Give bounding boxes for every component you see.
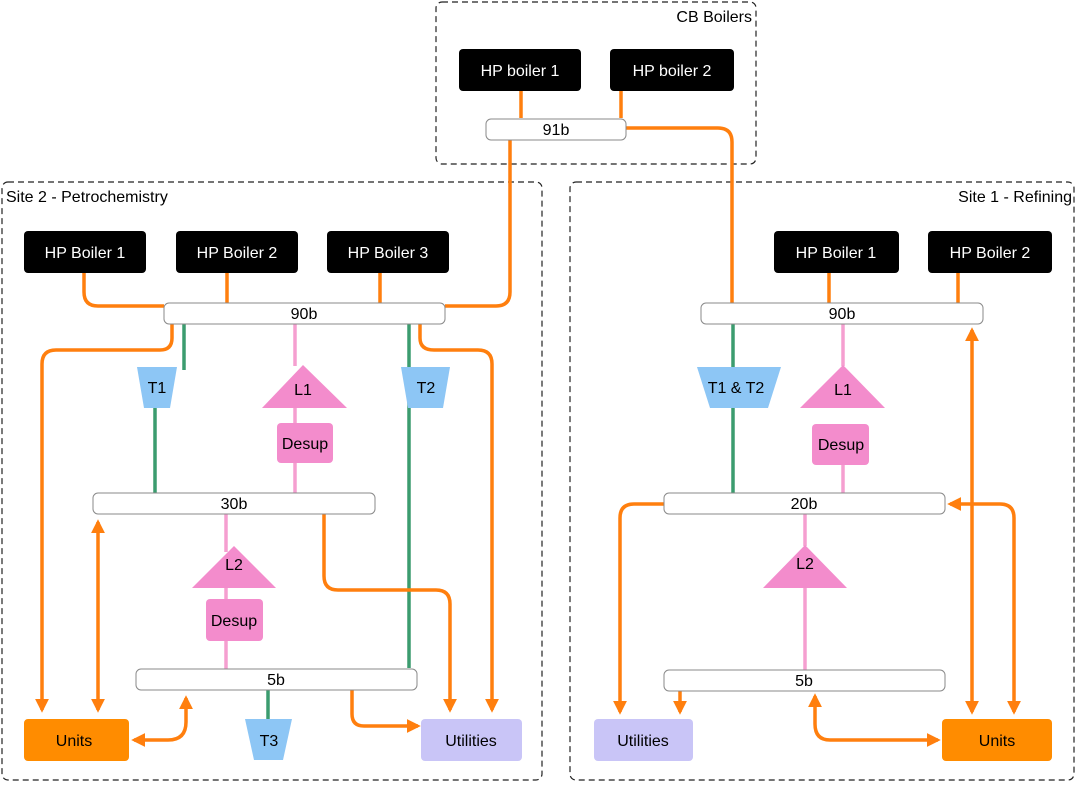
s2-desup-2-label: Desup	[211, 613, 257, 630]
cb-hp-boiler-2[interactable]: HP boiler 2	[610, 49, 734, 91]
s1-hp-boiler-2-label: HP Boiler 2	[950, 245, 1031, 262]
s1-header-5b-label: 5b	[795, 673, 813, 690]
s1-utilities-label: Utilities	[617, 733, 669, 750]
cb-header-91b-label: 91b	[543, 122, 570, 139]
region-site1-title: Site 1 - Refining	[958, 189, 1072, 206]
s2-hp-boiler-1-label: HP Boiler 1	[45, 245, 126, 262]
s2-turbine-t3-label: T3	[260, 733, 279, 750]
s2-units[interactable]: Units	[24, 719, 129, 761]
s2-turbine-t3[interactable]: T3	[245, 719, 292, 760]
region-cb-title: CB Boilers	[676, 9, 752, 26]
s1-hp-boiler-2[interactable]: HP Boiler 2	[928, 231, 1052, 273]
pipe-s1-units-20b	[947, 497, 1021, 715]
cb-hp-boiler-1[interactable]: HP boiler 1	[459, 49, 581, 91]
s1-header-90b-label: 90b	[829, 306, 856, 323]
s2-hp-boiler-3[interactable]: HP Boiler 3	[327, 231, 449, 273]
s2-header-5b-label: 5b	[267, 672, 285, 689]
s1-letdown-l1[interactable]: L1	[800, 365, 885, 408]
s2-header-90b[interactable]: 90b	[163, 302, 446, 325]
s2-letdown-l2[interactable]: L2	[192, 546, 276, 588]
s1-units-label: Units	[979, 733, 1015, 750]
s1-utilities[interactable]: Utilities	[594, 719, 693, 761]
s2-header-90b-label: 90b	[291, 306, 318, 323]
s1-desup-label: Desup	[818, 437, 864, 454]
s2-turbine-t2[interactable]: T2	[401, 367, 450, 408]
pipe-s2-boiler1	[82, 273, 164, 308]
s1-header-5b[interactable]: 5b	[663, 669, 946, 692]
s1-turbine-t1-t2[interactable]: T1 & T2	[697, 367, 781, 408]
s1-header-20b-label: 20b	[791, 496, 818, 513]
s2-header-30b[interactable]: 30b	[92, 492, 376, 515]
s1-units[interactable]: Units	[942, 719, 1052, 761]
s2-header-5b[interactable]: 5b	[135, 668, 418, 691]
s1-hp-boiler-1-label: HP Boiler 1	[796, 245, 877, 262]
pipe-s2-30b-utilities	[322, 514, 457, 713]
s2-units-label: Units	[56, 733, 92, 750]
pipe-s2-90b-utilities	[418, 324, 499, 713]
pipe-91b-to-site1	[626, 126, 734, 305]
cb-hp-boiler-1-label: HP boiler 1	[481, 63, 560, 80]
pipe-s2-90b-units	[35, 324, 174, 713]
s2-hp-boiler-2-label: HP Boiler 2	[197, 245, 278, 262]
s1-desup[interactable]: Desup	[812, 424, 869, 465]
s1-letdown-l2[interactable]: L2	[763, 545, 847, 588]
s1-hp-boiler-1[interactable]: HP Boiler 1	[774, 231, 899, 273]
s2-utilities-label: Utilities	[445, 733, 497, 750]
region-site1: Site 1 - Refining	[569, 181, 1075, 781]
cb-hp-boiler-2-label: HP boiler 2	[633, 63, 712, 80]
s1-header-20b[interactable]: 20b	[663, 492, 946, 515]
s2-hp-boiler-1[interactable]: HP Boiler 1	[24, 231, 146, 273]
s1-turbine-t1-t2-label: T1 & T2	[708, 380, 765, 397]
s1-header-90b[interactable]: 90b	[700, 302, 984, 325]
s2-letdown-l1[interactable]: L1	[262, 365, 347, 408]
pipe-s1-units-5b	[808, 693, 941, 747]
region-cb-boilers: CB Boilers	[435, 1, 757, 165]
s2-hp-boiler-3-label: HP Boiler 3	[348, 245, 429, 262]
s2-turbine-t2-label: T2	[417, 380, 436, 397]
pipe-s1-20b-utilities	[613, 502, 664, 715]
s2-turbine-t1-label: T1	[148, 380, 167, 397]
s2-hp-boiler-2[interactable]: HP Boiler 2	[176, 231, 298, 273]
pipe-s2-units-5b	[131, 695, 193, 747]
s2-letdown-l1-label: L1	[294, 382, 312, 399]
s1-letdown-l2-label: L2	[796, 556, 814, 573]
s2-desup-1[interactable]: Desup	[277, 423, 333, 463]
pipe-91b-to-site2	[445, 140, 512, 308]
s2-desup-1-label: Desup	[282, 436, 328, 453]
pipe-s2-5b-utilities	[350, 690, 421, 733]
s2-turbine-t1[interactable]: T1	[137, 367, 177, 408]
cb-header-91b[interactable]: 91b	[485, 118, 627, 141]
s2-header-30b-label: 30b	[221, 496, 248, 513]
s1-letdown-l1-label: L1	[834, 382, 852, 399]
s2-desup-2[interactable]: Desup	[206, 599, 263, 641]
s2-letdown-l2-label: L2	[225, 557, 243, 574]
region-site2-title: Site 2 - Petrochemistry	[6, 189, 168, 206]
s2-utilities[interactable]: Utilities	[421, 719, 522, 761]
region-site2: Site 2 - Petrochemistry	[1, 181, 543, 781]
